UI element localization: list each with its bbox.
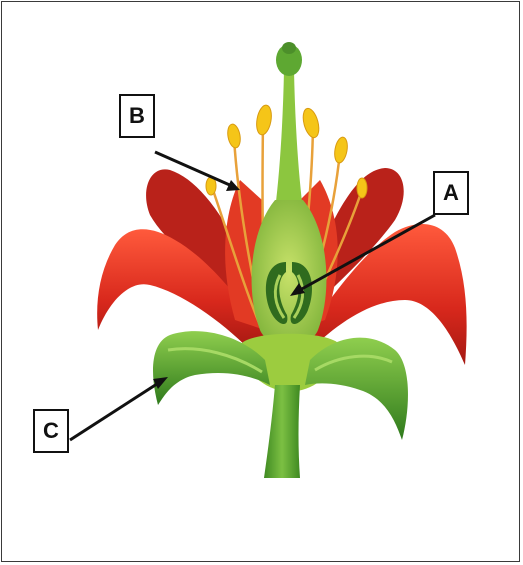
arrow-c	[70, 377, 168, 440]
ovary	[252, 200, 327, 345]
label-b: B	[119, 94, 155, 138]
stem	[264, 385, 300, 478]
sepal-right	[305, 338, 408, 440]
style	[275, 70, 303, 210]
label-c: C	[33, 409, 69, 453]
label-a: A	[433, 171, 469, 215]
